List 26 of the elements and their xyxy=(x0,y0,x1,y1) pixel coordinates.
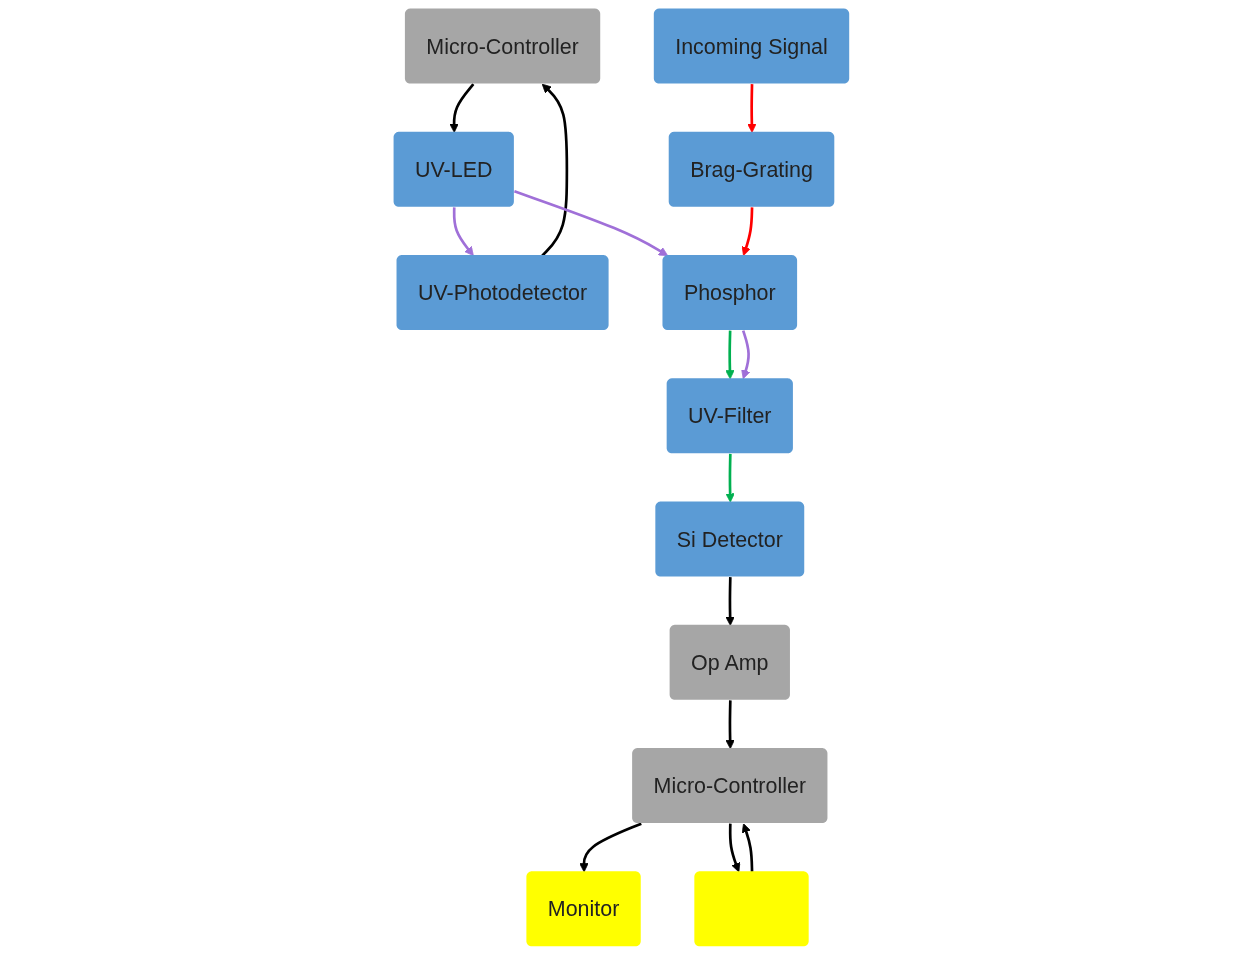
arrow xyxy=(741,207,754,257)
node-box xyxy=(694,871,809,947)
node-box: Micro-Controller xyxy=(632,748,828,824)
arrow xyxy=(452,207,474,257)
node-box: Monitor xyxy=(526,871,641,947)
arrow xyxy=(449,83,475,133)
arrow xyxy=(741,330,751,380)
arrow xyxy=(725,453,735,503)
arrow xyxy=(579,822,642,873)
arrow xyxy=(725,577,735,626)
node-box: Incoming Signal xyxy=(653,8,850,84)
arrow xyxy=(725,700,735,750)
node-box: Si Detector xyxy=(655,501,805,577)
node-box: UV-Photodetector xyxy=(396,255,609,331)
node-box: UV-LED xyxy=(393,131,514,207)
node-box: UV-Filter xyxy=(666,378,793,454)
arrow xyxy=(514,190,669,257)
arrow xyxy=(541,83,569,257)
arrow xyxy=(728,823,741,873)
node-box: Brag-Grating xyxy=(668,131,835,207)
node-box: Op Amp xyxy=(669,624,791,700)
node-box: Micro-Controller xyxy=(405,8,601,84)
node-box: Phosphor xyxy=(662,255,798,331)
arrow xyxy=(747,84,757,133)
arrow xyxy=(741,823,754,872)
arrow xyxy=(725,330,735,380)
